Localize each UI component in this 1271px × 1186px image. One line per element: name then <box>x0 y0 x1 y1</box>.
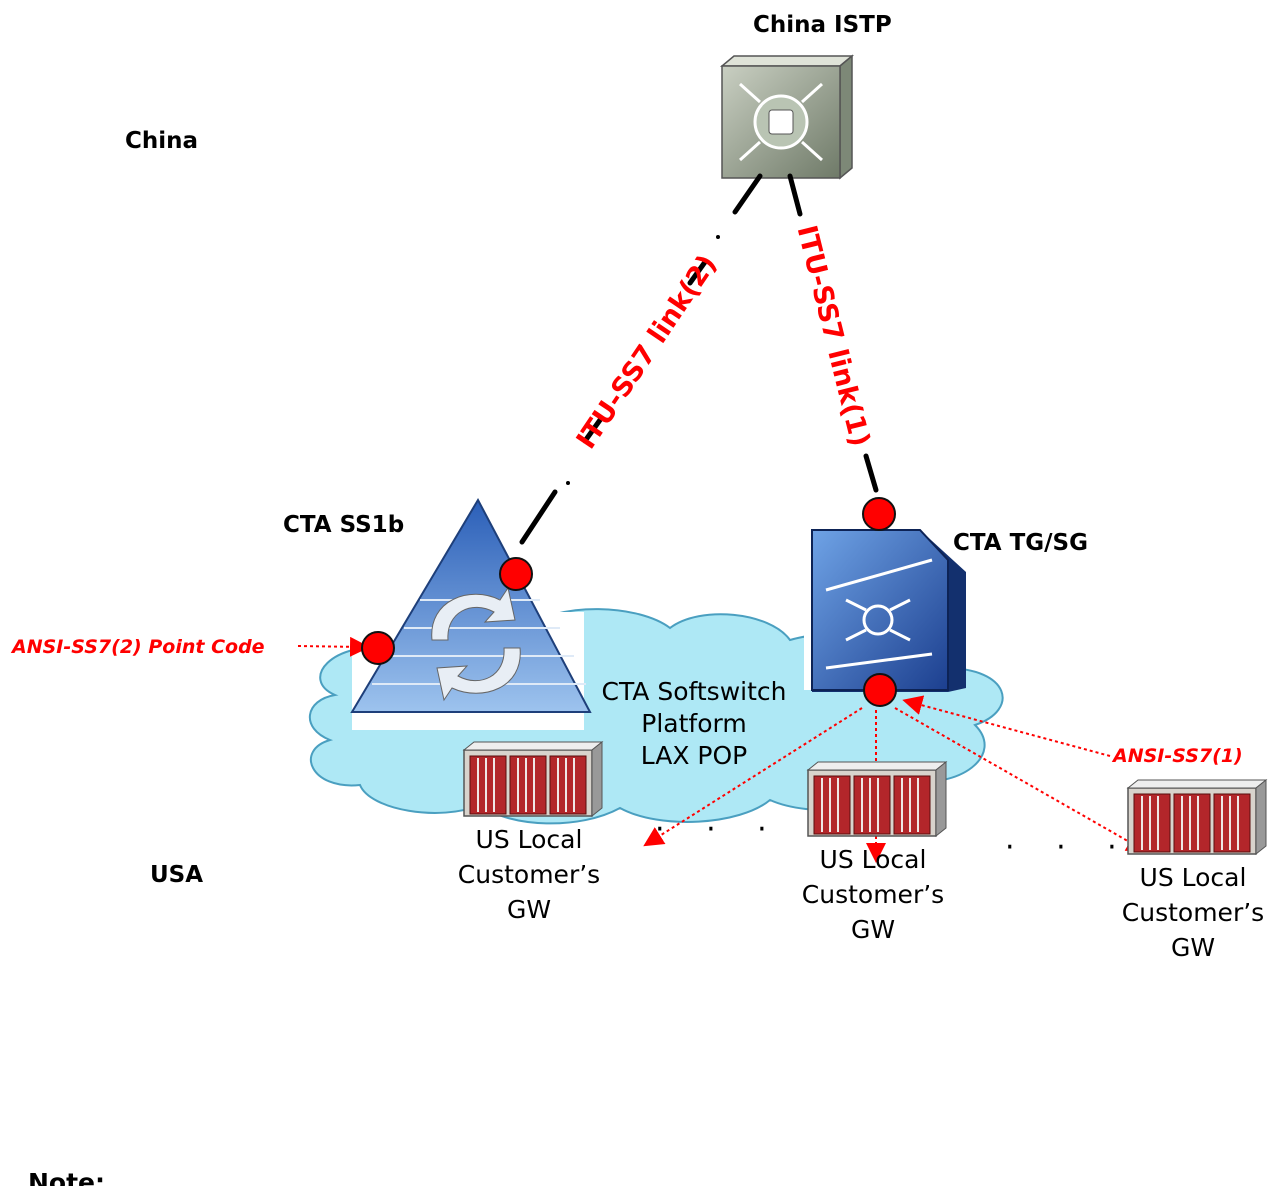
ansi-ss7-1-label: ANSI-SS7(1) <box>1113 745 1243 767</box>
gateway-icon <box>463 741 603 817</box>
gateway-label-line: US Local <box>1139 863 1247 892</box>
cloud-label-line: LAX POP <box>640 741 748 770</box>
gateway-label-line: Customer’s <box>457 860 601 889</box>
ansi-ss7-2-label: ANSI-SS7(2) Point Code <box>12 636 265 658</box>
itu-link-1-line <box>787 173 879 493</box>
itu-link-2-line <box>519 173 763 545</box>
note-label: Note: <box>28 1168 106 1186</box>
cta-ss1b-label: CTA SS1b <box>283 512 405 538</box>
gateway-icon <box>1127 779 1267 855</box>
usa-region-label: USA <box>150 862 204 888</box>
gateway-label-line: Customer’s <box>1121 898 1265 927</box>
cloud-label-line: Platform <box>641 709 747 738</box>
tg-sg-switch-icon <box>804 529 966 692</box>
point-code-dots <box>361 497 897 707</box>
china-region-label: China <box>125 128 199 154</box>
gateway-label: US Local Customer’s GW <box>1098 860 1271 965</box>
cloud-label: CTA Softswitch Platform LAX POP <box>584 676 804 772</box>
cta-tg-sg-label: CTA TG/SG <box>953 530 1089 556</box>
gateway-label-line: US Local <box>475 825 583 854</box>
gateway-label-line: US Local <box>819 845 927 874</box>
gateway-icon <box>807 761 947 837</box>
istp-switch-icon <box>719 54 855 180</box>
cloud-label-line: CTA Softswitch <box>601 677 787 706</box>
gateway-label-line: GW <box>850 915 896 944</box>
gateway-label-line: Customer’s <box>801 880 945 909</box>
ellipsis: · · · <box>1005 830 1133 865</box>
ellipsis: · · · <box>655 812 783 847</box>
gateway-label-line: GW <box>1170 933 1216 962</box>
ss1b-pyramid-icon <box>350 497 592 730</box>
gateway-label: US Local Customer’s GW <box>434 822 624 927</box>
china-istp-label: China ISTP <box>753 12 892 38</box>
gateway-label-line: GW <box>506 895 552 924</box>
gateway-label: US Local Customer’s GW <box>778 842 968 947</box>
